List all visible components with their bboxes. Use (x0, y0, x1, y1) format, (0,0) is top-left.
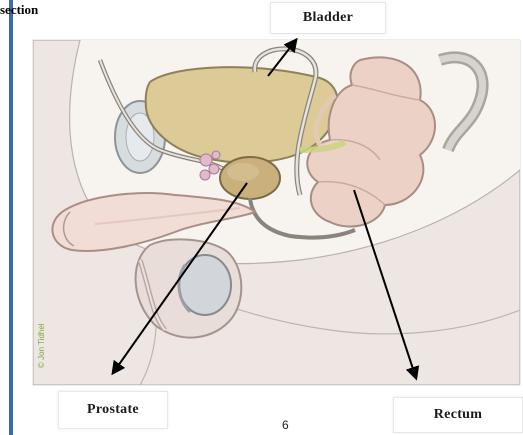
rectum-label: Rectum (393, 397, 523, 433)
figure-credit: © Jon Tidhel (37, 323, 46, 368)
page-number: 6 (282, 418, 289, 432)
bladder-label: Bladder (270, 2, 386, 34)
prostate-label: Prostate (58, 391, 168, 429)
